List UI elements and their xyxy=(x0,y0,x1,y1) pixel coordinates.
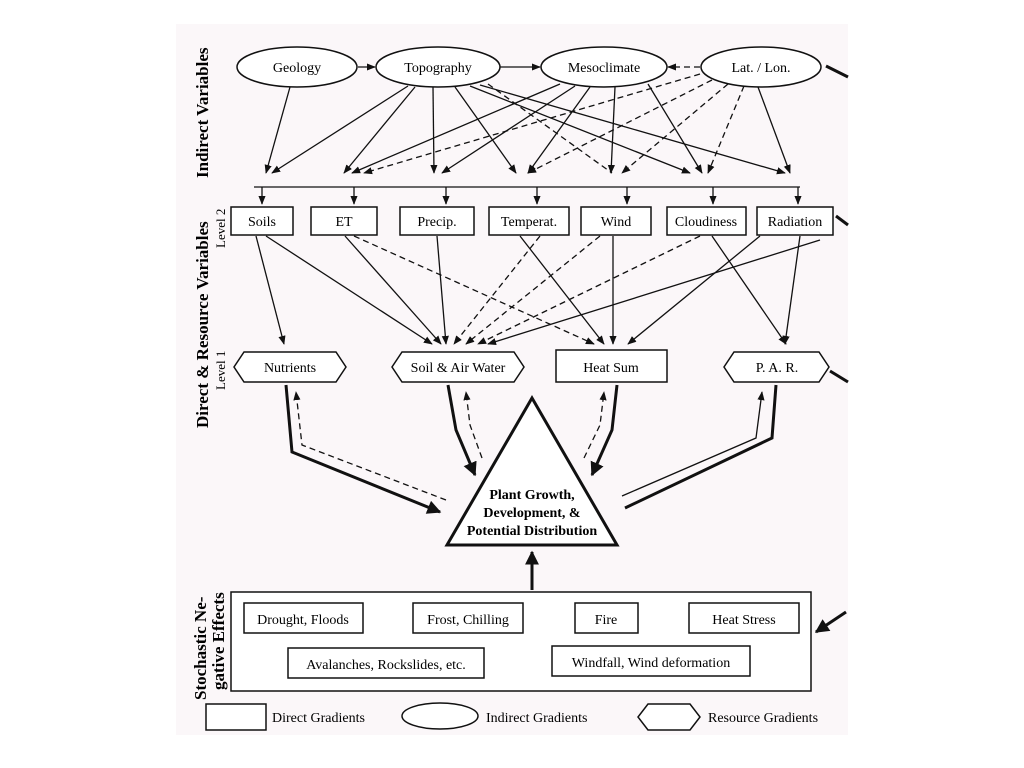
node-par: P. A. R. xyxy=(723,351,830,383)
node-wind-label: Wind xyxy=(601,215,632,230)
node-frost-label: Frost, Chilling xyxy=(427,613,509,628)
side-label-stochastic-1: Stochastic Ne- xyxy=(191,596,210,700)
node-topography-label: Topography xyxy=(404,61,471,76)
node-geology: Geology xyxy=(236,46,358,88)
legend-direct: Direct Gradients xyxy=(205,703,365,731)
node-heat-stress: Heat Stress xyxy=(688,602,800,634)
node-soils-label: Soils xyxy=(248,215,276,230)
center-line1: Plant Growth, xyxy=(489,488,574,503)
side-label-stochastic-2: gative Effects xyxy=(209,592,228,690)
node-mesoclimate: Mesoclimate xyxy=(540,46,668,88)
arrows-indirect-to-level2 xyxy=(264,73,791,175)
legend-indirect-label: Indirect Gradients xyxy=(486,711,587,726)
node-heat-stress-label: Heat Stress xyxy=(712,613,775,628)
node-soils: Soils xyxy=(230,206,294,236)
arrows-level1-to-plant xyxy=(284,384,778,514)
legend-indirect: Indirect Gradients xyxy=(401,702,587,730)
node-et: ET xyxy=(310,206,378,236)
node-avalanches: Avalanches, Rockslides, etc. xyxy=(287,647,485,679)
legend-resource: Resource Gradients xyxy=(637,703,818,731)
level2-bracket-arrows xyxy=(258,187,802,205)
node-avalanches-label: Avalanches, Rockslides, etc. xyxy=(306,658,466,673)
node-soil-air-water-label: Soil & Air Water xyxy=(411,361,506,376)
node-windfall: Windfall, Wind deformation xyxy=(551,645,751,677)
side-label-direct-resource: Direct & Resource Variables xyxy=(193,221,212,428)
center-line2: Development, & xyxy=(483,506,580,521)
node-topography: Topography xyxy=(375,46,501,88)
legend: Direct Gradients Indirect Gradients Reso… xyxy=(205,702,818,731)
node-fire: Fire xyxy=(574,602,639,634)
node-frost: Frost, Chilling xyxy=(412,602,524,634)
node-cloudiness: Cloudiness xyxy=(666,206,747,236)
node-cloudiness-label: Cloudiness xyxy=(675,215,737,230)
node-nutrients-label: Nutrients xyxy=(264,361,316,376)
node-precip-label: Precip. xyxy=(417,215,456,230)
node-drought: Drought, Floods xyxy=(243,602,364,634)
node-soil-air-water: Soil & Air Water xyxy=(391,351,525,383)
node-nutrients: Nutrients xyxy=(233,351,347,383)
center-line3: Potential Distribution xyxy=(467,524,597,539)
node-windfall-label: Windfall, Wind deformation xyxy=(572,656,730,671)
node-plant-growth: Plant Growth, Development, & Potential D… xyxy=(444,395,620,547)
side-label-level2: Level 2 xyxy=(213,209,228,248)
node-et-label: ET xyxy=(335,215,353,230)
node-radiation: Radiation xyxy=(756,206,834,236)
node-drought-label: Drought, Floods xyxy=(257,613,349,628)
node-heat-sum: Heat Sum xyxy=(555,349,668,383)
legend-direct-label: Direct Gradients xyxy=(272,711,365,726)
node-radiation-label: Radiation xyxy=(768,215,822,230)
node-geology-label: Geology xyxy=(273,61,321,76)
side-label-indirect: Indirect Variables xyxy=(193,47,212,178)
node-precip: Precip. xyxy=(399,206,475,236)
node-latlon: Lat. / Lon. xyxy=(700,46,822,88)
arrows-level2-to-level1 xyxy=(255,235,821,346)
node-heat-sum-label: Heat Sum xyxy=(583,361,639,376)
node-wind: Wind xyxy=(580,206,652,236)
node-latlon-label: Lat. / Lon. xyxy=(731,61,790,76)
node-par-label: P. A. R. xyxy=(756,361,798,376)
node-fire-label: Fire xyxy=(595,613,618,628)
node-temperat-label: Temperat. xyxy=(501,215,557,230)
legend-resource-label: Resource Gradients xyxy=(708,711,818,726)
node-temperat: Temperat. xyxy=(488,206,570,236)
side-label-level1: Level 1 xyxy=(213,351,228,390)
node-mesoclimate-label: Mesoclimate xyxy=(568,61,640,76)
side-incoming-arrows xyxy=(814,64,849,634)
